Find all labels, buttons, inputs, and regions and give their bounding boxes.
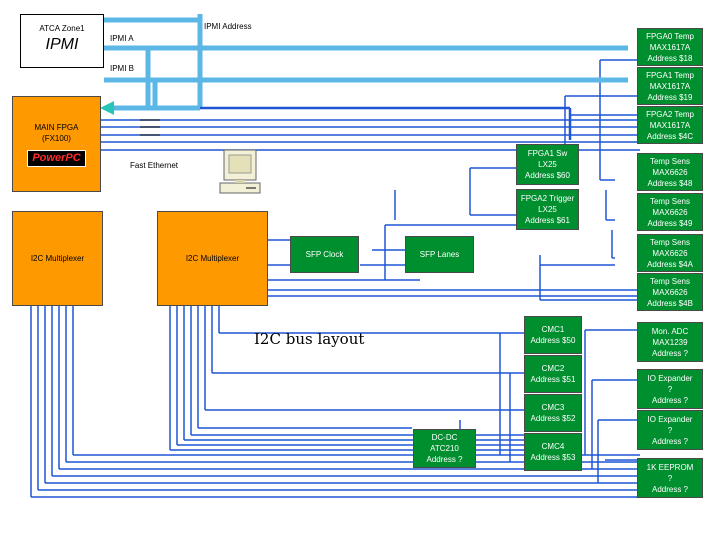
- fpga1-sw-line2: LX25: [538, 160, 557, 169]
- device-line: Address $4B: [647, 298, 693, 308]
- fpga1-sw-box: FPGA1 Sw LX25 Address $60: [516, 144, 579, 185]
- cmc3-line2: Address $52: [530, 414, 576, 423]
- device-line: Address $48: [647, 178, 693, 188]
- device-line: FPGA2 Temp: [646, 109, 694, 119]
- device-line: Temp Sens: [649, 237, 691, 247]
- device-line: Temp Sens: [649, 156, 691, 166]
- cmc1-line1: CMC1: [541, 325, 565, 334]
- device-line: Address ?: [651, 436, 689, 446]
- io-expander-1-box: IO Expander ? Address ?: [637, 369, 703, 409]
- sfp-lanes-label: SFP Lanes: [419, 250, 460, 259]
- sfp-clock-box: SFP Clock: [290, 236, 359, 273]
- dcdc-box: DC-DC ATC210 Address ?: [413, 429, 476, 468]
- cmc4-line1: CMC4: [541, 442, 565, 451]
- cmc4-line2: Address $53: [530, 453, 576, 462]
- dcdc-line3: Address ?: [426, 455, 463, 464]
- fpga1-sw-line1: FPGA1 Sw: [527, 149, 568, 158]
- cmc3-line1: CMC3: [541, 403, 565, 412]
- fpga2-trig-line2: LX25: [538, 205, 557, 214]
- device-line: Address $19: [647, 92, 693, 102]
- fpga2-trig-line1: FPGA2 Trigger: [520, 194, 575, 203]
- cmc4-box: CMC4 Address $53: [524, 433, 582, 471]
- atca-zone1-box: ATCA Zone1 IPMI: [20, 14, 104, 68]
- device-line: MAX6626: [652, 167, 688, 177]
- device-line: Address $18: [647, 53, 693, 63]
- sfp-lanes-box: SFP Lanes: [405, 236, 474, 273]
- temp-sens-4a-box: Temp Sens MAX6626 Address $4A: [637, 234, 703, 272]
- device-line: 1K EEPROM: [646, 462, 694, 472]
- fpga2-trigger-box: FPGA2 Trigger LX25 Address $61: [516, 189, 579, 230]
- device-line: Temp Sens: [649, 276, 691, 286]
- cmc1-box: CMC1 Address $50: [524, 316, 582, 354]
- fast-ethernet-label: Fast Ethernet: [130, 161, 179, 170]
- fpga1-sw-line3: Address $60: [525, 171, 570, 180]
- device-line: Address $4C: [646, 131, 694, 141]
- io-expander-2-box: IO Expander ? Address ?: [637, 410, 703, 450]
- cmc2-box: CMC2 Address $51: [524, 355, 582, 393]
- fpga2-trig-line3: Address $61: [525, 216, 570, 225]
- device-line: MAX6626: [652, 248, 688, 258]
- dcdc-line2: ATC210: [430, 444, 459, 453]
- device-line: MAX6626: [652, 287, 688, 297]
- temp-sens-4b-box: Temp Sens MAX6626 Address $4B: [637, 273, 703, 311]
- temp-sens-49-box: Temp Sens MAX6626 Address $49: [637, 193, 703, 231]
- device-line: Mon. ADC: [651, 326, 689, 336]
- main-fpga-line1: MAIN FPGA: [34, 122, 79, 132]
- device-line: MAX6626: [652, 207, 688, 217]
- device-line: ?: [667, 425, 673, 435]
- atca-zone-label: ATCA Zone1: [39, 24, 85, 33]
- ipmi-label: IPMI: [45, 36, 79, 53]
- device-line: Address ?: [651, 484, 689, 494]
- i2c-multiplexer-right: I2C Multiplexer: [157, 211, 268, 306]
- device-line: Address ?: [651, 395, 689, 405]
- device-line: Address $49: [647, 218, 693, 228]
- device-line: IO Expander: [647, 414, 693, 424]
- ipmi-b-label: IPMI B: [110, 64, 135, 73]
- device-line: Address $4A: [647, 259, 693, 269]
- device-line: MAX1239: [652, 337, 688, 347]
- device-line: ?: [667, 473, 673, 483]
- fpga1-temp-box: FPGA1 Temp MAX1617A Address $19: [637, 67, 703, 105]
- main-fpga-line2: (FX100): [42, 133, 71, 143]
- computer-icon: [219, 149, 261, 194]
- device-line: MAX1617A: [649, 81, 691, 91]
- ipmi-a-label: IPMI A: [110, 34, 134, 43]
- eeprom-box: 1K EEPROM ? Address ?: [637, 458, 703, 498]
- fpga2-temp-box: FPGA2 Temp MAX1617A Address $4C: [637, 106, 703, 144]
- device-line: FPGA0 Temp: [646, 31, 694, 41]
- sfp-clock-label: SFP Clock: [305, 250, 344, 259]
- ipmi-address-label: IPMI Address: [204, 22, 252, 31]
- mux-left-label: I2C Multiplexer: [30, 254, 85, 263]
- temp-sens-48-box: Temp Sens MAX6626 Address $48: [637, 153, 703, 191]
- main-fpga-box: MAIN FPGA (FX100) PowerPC: [12, 96, 101, 192]
- mon-adc-box: Mon. ADC MAX1239 Address ?: [637, 322, 703, 362]
- powerpc-logo: PowerPC: [27, 149, 86, 167]
- device-line: IO Expander: [647, 373, 693, 383]
- fpga0-temp-box: FPGA0 Temp MAX1617A Address $18: [637, 28, 703, 66]
- mux-right-label: I2C Multiplexer: [185, 254, 240, 263]
- cmc2-line1: CMC2: [541, 364, 565, 373]
- i2c-multiplexer-left: I2C Multiplexer: [12, 211, 103, 306]
- device-line: Temp Sens: [649, 196, 691, 206]
- dcdc-line1: DC-DC: [431, 433, 458, 442]
- device-line: FPGA1 Temp: [646, 70, 694, 80]
- device-line: MAX1617A: [649, 120, 691, 130]
- cmc1-line2: Address $50: [530, 336, 576, 345]
- diagram-title: I2C bus layout: [254, 330, 365, 348]
- cmc2-line2: Address $51: [530, 375, 576, 384]
- device-line: MAX1617A: [649, 42, 691, 52]
- device-line: Address ?: [651, 348, 689, 358]
- cmc3-box: CMC3 Address $52: [524, 394, 582, 432]
- device-line: ?: [667, 384, 673, 394]
